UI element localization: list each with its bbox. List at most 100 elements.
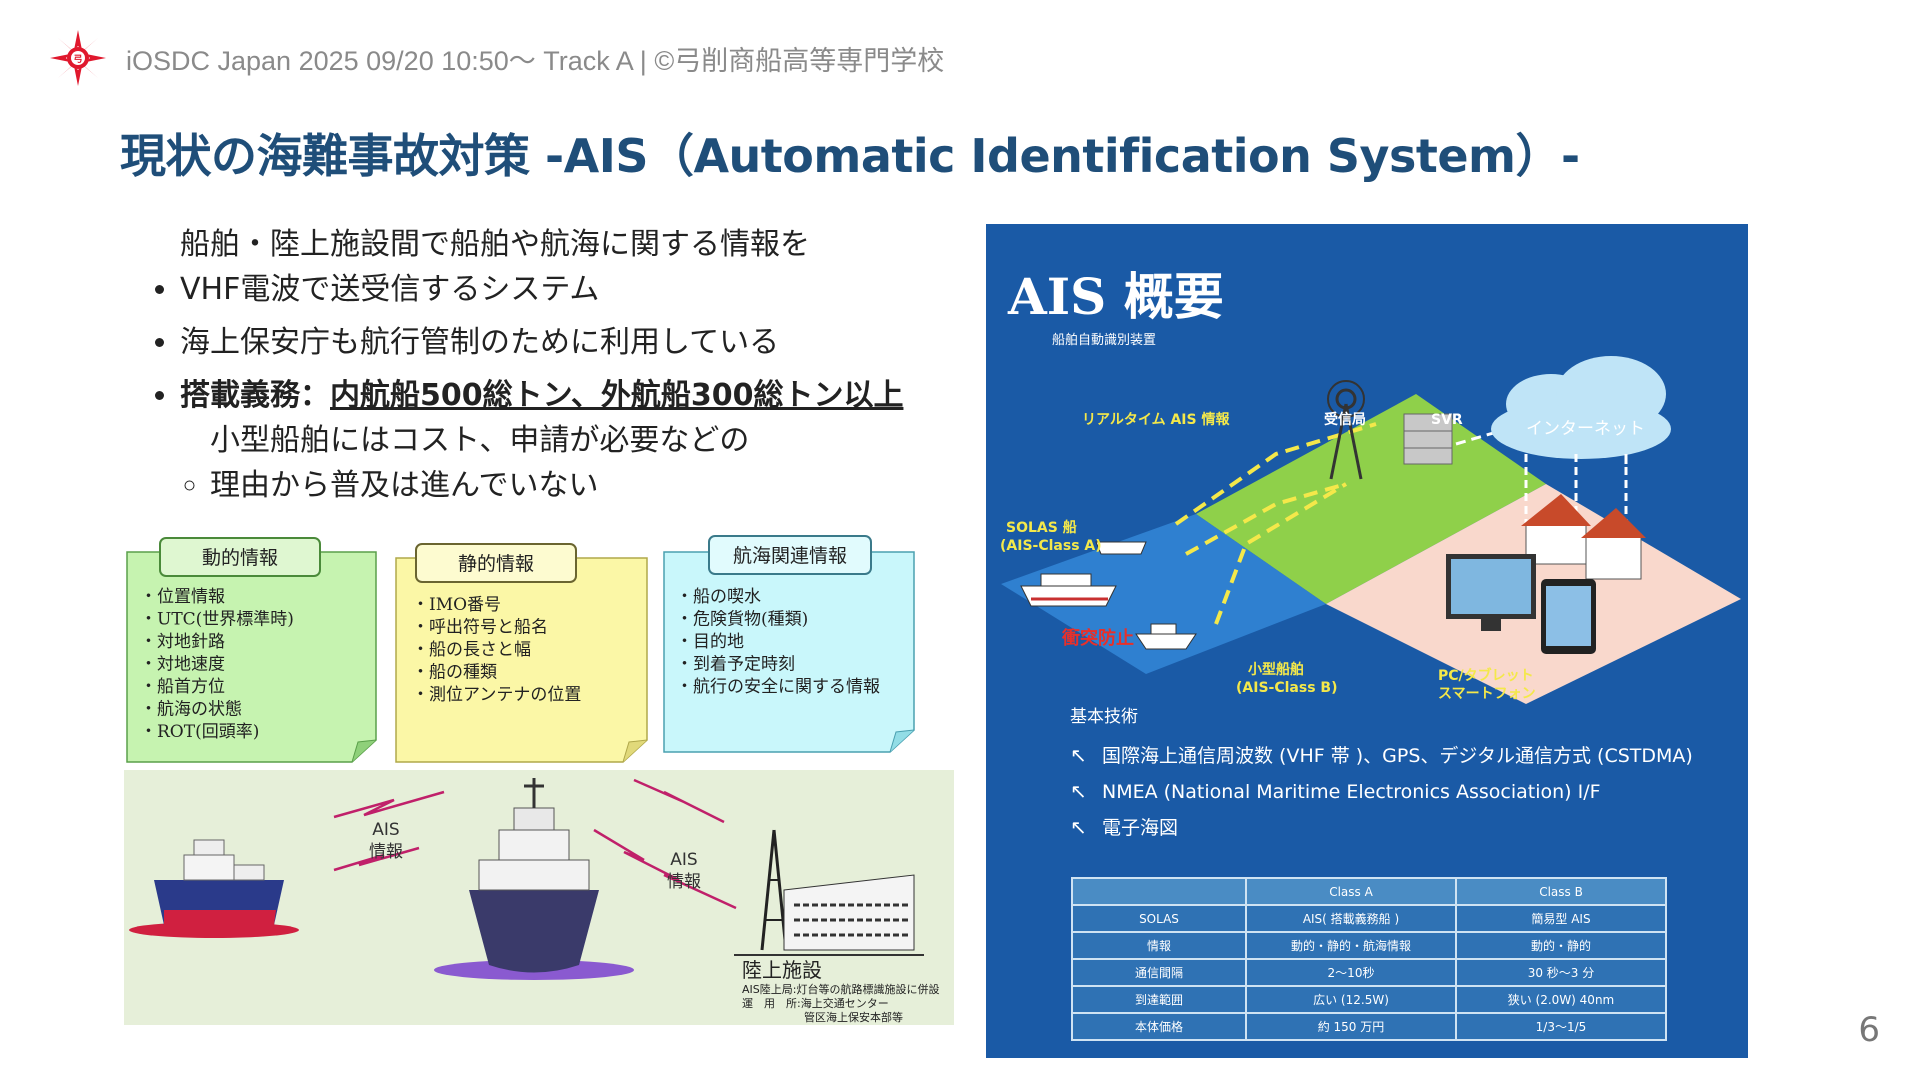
dynamic-info-item: ・UTC(世界標準時) <box>140 610 294 630</box>
tech-list: ↖ 国際海上通信周波数 (VHF 帯 )、GPS、デジタル通信方式 (CSTDM… <box>1070 743 1693 839</box>
pc-label-1: PC/タブレット <box>1438 667 1534 684</box>
ais-label-2-line2: 情報 <box>667 872 701 892</box>
dynamic-info-item: ・対地針路 <box>140 632 225 652</box>
table-value: 2～10秒 <box>1328 966 1375 980</box>
table-value: 情報 <box>1147 939 1171 953</box>
svr-label: SVR <box>1431 412 1463 428</box>
tech-item-1: 国際海上通信周波数 (VHF 帯 )、GPS、デジタル通信方式 (CSTDMA) <box>1102 745 1693 767</box>
ais-info-diagram: 動的情報 ・位置情報・UTC(世界標準時)・対地針路・対地速度・船首方位・航海の… <box>124 535 954 1025</box>
pc-label-2: スマートフォン <box>1438 686 1536 702</box>
ais-signal-arrows <box>333 778 737 910</box>
bullet-2: 海上保安庁も航行管制のために利用している <box>180 320 950 365</box>
svg-text:弓: 弓 <box>73 54 82 65</box>
table-value: 狭い (2.0W) 40nm <box>1508 993 1615 1007</box>
voyage-info-card: 航海関連情報 ・船の喫水・危険貨物(種類)・目的地・到着予定時刻・航行の安全に関… <box>663 535 915 753</box>
land-note-3: 管区海上保安本部等 <box>804 1010 903 1024</box>
static-info-title: 静的情報 <box>458 553 534 575</box>
solas-label-2: (AIS-Class A) <box>1000 538 1102 554</box>
land-facility-illustration <box>734 829 924 956</box>
table-value: AIS( 搭載義務船 ) <box>1303 911 1399 926</box>
arrow-icon: ↖ <box>1070 743 1087 767</box>
houses-icon <box>1521 494 1646 580</box>
table-cell <box>1455 931 1667 960</box>
voyage-info-title: 航海関連情報 <box>733 545 847 567</box>
table-header: Class B <box>1539 885 1583 899</box>
table-cell <box>1455 1012 1667 1041</box>
station-label: 受信局 <box>1324 411 1366 428</box>
receiving-station-icon <box>1327 380 1365 480</box>
small-boat-icon <box>1135 623 1197 650</box>
page-number: 6 <box>1858 1010 1880 1050</box>
large-ship-illustration <box>434 778 634 980</box>
static-info-item: ・船の種類 <box>412 663 497 683</box>
land-area <box>1196 394 1546 604</box>
ais-label-1-line1: AIS <box>372 820 399 840</box>
table-value: 本体価格 <box>1135 1019 1183 1034</box>
static-info-item: ・呼出符号と船名 <box>412 618 548 638</box>
voyage-info-item: ・船の喫水 <box>676 587 761 607</box>
table-value: 広い (12.5W) <box>1313 993 1389 1007</box>
arrow-icon: ↖ <box>1070 779 1087 803</box>
table-value: 動的・静的・航海情報 <box>1291 938 1411 953</box>
land-note-2: 運 用 所:海上交通センター <box>742 996 889 1010</box>
voyage-info-item: ・到着予定時刻 <box>676 655 795 675</box>
static-info-card: 静的情報 ・IMO番号・呼出符号と船名・船の長さと幅・船の種類・測位アンテナの位… <box>395 543 648 763</box>
internet-cloud-icon <box>1491 356 1671 459</box>
bullet-3-label: 搭載義務： <box>180 378 330 413</box>
table-cell <box>1071 931 1247 960</box>
table-value: 30 秒～3 分 <box>1528 966 1595 980</box>
collision-label: 衝突防止 <box>1061 627 1134 649</box>
table-header: Class A <box>1329 885 1373 899</box>
bullet-3-sub-text: 小型船舶にはコスト、申請が必要などの 理由から普及は進んでいない <box>210 423 750 503</box>
land-note-1: AIS陸上局:灯台等の航路標識施設に併設 <box>742 982 939 996</box>
table-value: 簡易型 AIS <box>1531 911 1590 926</box>
table-cell <box>1071 877 1247 906</box>
tech-title: 基本技術 <box>1070 707 1138 727</box>
table-cell <box>1245 877 1457 906</box>
land-facility-title: 陸上施設 <box>742 958 822 982</box>
dynamic-info-item: ・船首方位 <box>140 677 225 697</box>
server-icon <box>1403 413 1453 465</box>
sea-area <box>1001 514 1326 674</box>
voyage-info-item: ・目的地 <box>676 632 744 652</box>
table-value: SOLAS <box>1139 912 1179 926</box>
internet-label: インターネット <box>1526 419 1645 439</box>
table-cell <box>1245 1012 1457 1041</box>
table-cell <box>1071 904 1247 933</box>
tablet-icon <box>1541 579 1596 654</box>
bullet-1-text: 船舶・陸上施設間で船舶や航海に関する情報を VHF電波で送受信するシステム <box>180 227 810 307</box>
table-value: 到達範囲 <box>1135 992 1183 1007</box>
static-info-item: ・船の長さと幅 <box>412 640 531 660</box>
table-value: 通信間隔 <box>1135 966 1183 980</box>
header-text: iOSDC Japan 2025 09/20 10:50〜 Track A | … <box>126 45 945 76</box>
dynamic-info-card: 動的情報 ・位置情報・UTC(世界標準時)・対地針路・対地速度・船首方位・航海の… <box>126 537 377 763</box>
table-cell <box>1455 904 1667 933</box>
table-cell <box>1455 958 1667 987</box>
tech-item-3: 電子海図 <box>1102 817 1178 839</box>
static-info-item: ・測位アンテナの位置 <box>412 685 581 705</box>
dynamic-info-item: ・ROT(回頭率) <box>140 722 259 742</box>
bullet-3: 搭載義務：内航船500総トン、外航船300総トン以上 小型船舶にはコスト、申請が… <box>180 373 950 508</box>
table-cell <box>1455 985 1667 1014</box>
static-info-item: ・IMO番号 <box>412 595 501 615</box>
table-cell <box>1071 1012 1247 1041</box>
ais-overview-heading: AIS 概要 <box>1007 267 1224 326</box>
solas-ship-icon <box>1020 541 1147 607</box>
voyage-info-item: ・危険貨物(種類) <box>676 610 808 630</box>
arrow-icon: ↖ <box>1070 815 1087 839</box>
ais-overview-subheading: 船舶自動識別装置 <box>1052 332 1156 348</box>
slide-title: 現状の海難事故対策 -AIS（Automatic Identification … <box>120 129 1580 183</box>
dynamic-info-item: ・対地速度 <box>140 655 225 675</box>
ais-class-table: Class A Class B SOLAS AIS( 搭載義務船 ) 簡易型 AIS 情報… <box>1071 877 1667 1041</box>
school-logo-icon: 弓 <box>50 30 106 86</box>
voyage-info-item: ・航行の安全に関する情報 <box>676 677 880 697</box>
table-value: 約 150 万円 <box>1318 1019 1385 1034</box>
tech-item-2: NMEA (National Maritime Electronics Asso… <box>1102 781 1601 803</box>
solas-label-1: SOLAS 船 <box>1006 519 1077 536</box>
table-value: 1/3～1/5 <box>1536 1020 1587 1034</box>
table-value: 動的・静的 <box>1531 938 1591 953</box>
dynamic-info-item: ・位置情報 <box>140 587 225 607</box>
small-ship-label-2: (AIS-Class B) <box>1236 680 1337 696</box>
ais-label-2-line1: AIS <box>670 850 697 870</box>
bullet-3-value: 内航船500総トン、外航船300総トン以上 <box>330 378 904 413</box>
